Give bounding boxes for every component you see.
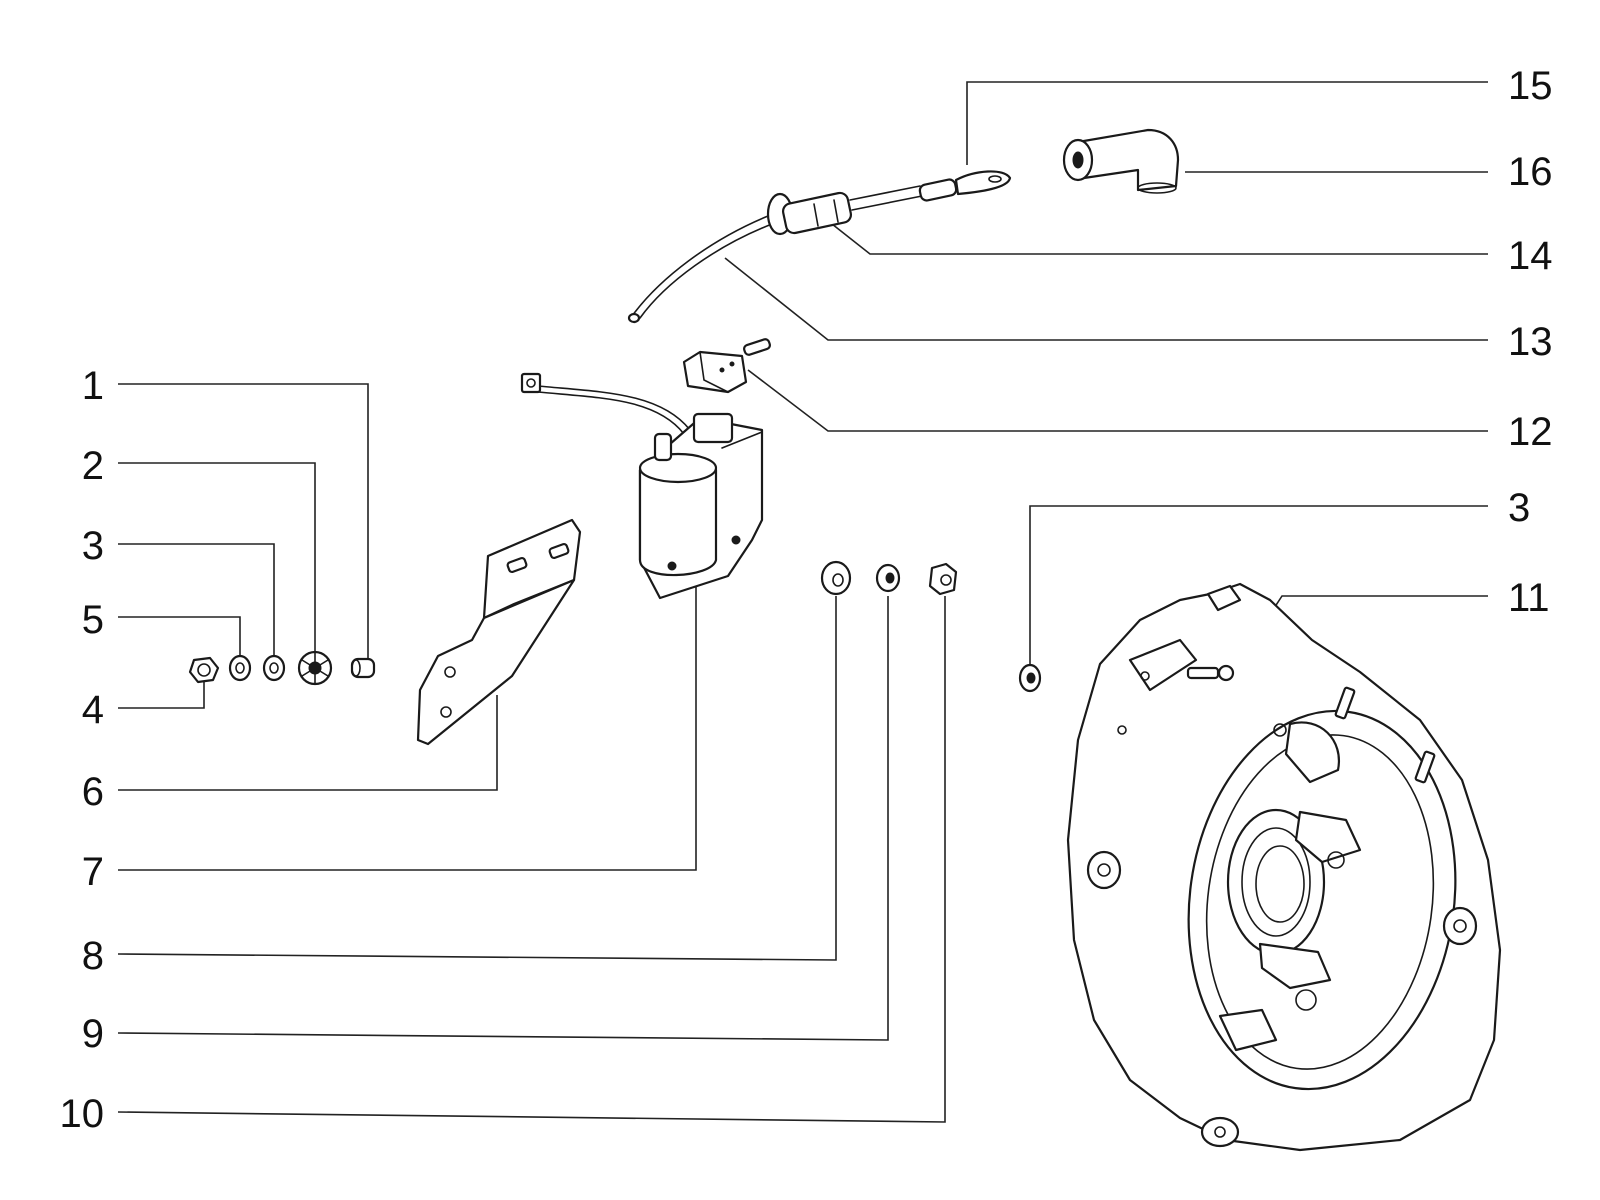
leader-12 bbox=[747, 369, 1488, 432]
part-10-nut bbox=[928, 562, 958, 596]
part-3-spring-washer bbox=[262, 654, 286, 682]
part-1-spacer bbox=[350, 657, 376, 679]
part-11-housing bbox=[1066, 582, 1502, 1152]
callout-6: 6 bbox=[81, 770, 104, 814]
part-6-bracket bbox=[416, 518, 582, 746]
part-13-ht-cable bbox=[627, 215, 773, 324]
part-12-connector bbox=[682, 338, 771, 394]
leader-9 bbox=[117, 596, 889, 1041]
callout-12: 12 bbox=[1508, 410, 1553, 454]
part-2-star-washer bbox=[297, 650, 333, 686]
leader-6 bbox=[118, 695, 498, 791]
leader-lines bbox=[117, 81, 1488, 1123]
leader-3-left bbox=[118, 543, 275, 660]
callout-3-left: 3 bbox=[81, 524, 104, 568]
part-14-grommet bbox=[766, 191, 853, 236]
leader-5 bbox=[118, 616, 241, 660]
leader-4 bbox=[118, 680, 205, 709]
callout-4: 4 bbox=[81, 688, 104, 732]
callout-3-right: 3 bbox=[1508, 486, 1531, 530]
callout-1: 1 bbox=[81, 364, 104, 408]
leader-8 bbox=[117, 596, 837, 961]
callout-10: 10 bbox=[59, 1092, 105, 1136]
callout-2: 2 bbox=[81, 444, 104, 488]
part-7-ignition-coil bbox=[520, 372, 764, 600]
callout-13: 13 bbox=[1508, 320, 1553, 364]
callout-7: 7 bbox=[81, 850, 104, 894]
leader-1 bbox=[118, 383, 369, 665]
callout-15: 15 bbox=[1508, 64, 1553, 108]
leader-14 bbox=[831, 223, 1488, 255]
part-9-spring-washer bbox=[875, 563, 901, 593]
callout-16: 16 bbox=[1508, 150, 1553, 194]
part-3-right-washer bbox=[1018, 663, 1042, 693]
callout-11: 11 bbox=[1508, 576, 1550, 620]
callout-9: 9 bbox=[81, 1012, 104, 1056]
part-8-washer bbox=[820, 560, 852, 596]
leader-10 bbox=[117, 596, 946, 1123]
callout-14: 14 bbox=[1508, 234, 1553, 278]
part-5-washer bbox=[228, 654, 252, 682]
leader-7 bbox=[118, 585, 697, 871]
leader-2 bbox=[118, 462, 316, 660]
callout-8: 8 bbox=[81, 934, 104, 978]
part-16-plug-cap bbox=[1062, 128, 1180, 194]
leader-3-right bbox=[1029, 505, 1488, 672]
leader-15 bbox=[966, 81, 1488, 165]
leader-13 bbox=[724, 257, 1488, 341]
callout-5: 5 bbox=[81, 598, 104, 642]
part-4-nut bbox=[188, 656, 220, 684]
part-15-terminal-lead bbox=[849, 170, 1012, 211]
